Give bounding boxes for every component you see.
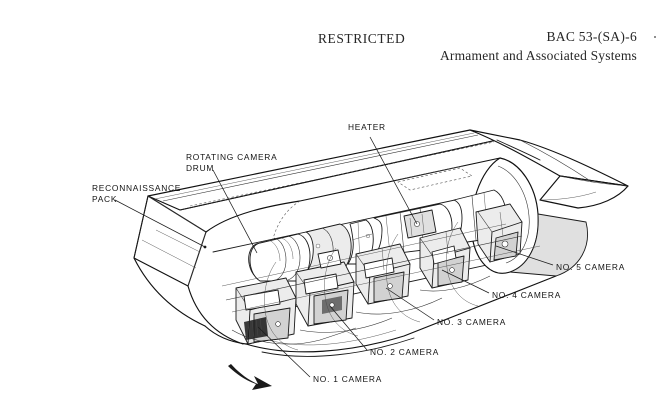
label-reconnaissance-pack: RECONNAISSANCE PACK bbox=[92, 183, 182, 204]
page-speck bbox=[654, 36, 656, 38]
classification-marking: RESTRICTED bbox=[318, 31, 406, 46]
label-no-5-camera: NO. 5 CAMERA bbox=[556, 262, 626, 272]
direction-arrow-icon bbox=[228, 364, 272, 390]
label-heater: HEATER bbox=[348, 122, 386, 132]
document-subtitle: Armament and Associated Systems bbox=[439, 48, 637, 63]
label-no-2-camera: NO. 2 CAMERA bbox=[370, 347, 440, 357]
label-no-1-camera: NO. 1 CAMERA bbox=[313, 374, 383, 384]
label-rotating-camera-drum: ROTATING CAMERA DRUM bbox=[186, 152, 278, 173]
label-no-3-camera: NO. 3 CAMERA bbox=[437, 317, 507, 327]
label-no-4-camera: NO. 4 CAMERA bbox=[492, 290, 562, 300]
document-code: BAC 53-(SA)-6 bbox=[546, 29, 637, 44]
